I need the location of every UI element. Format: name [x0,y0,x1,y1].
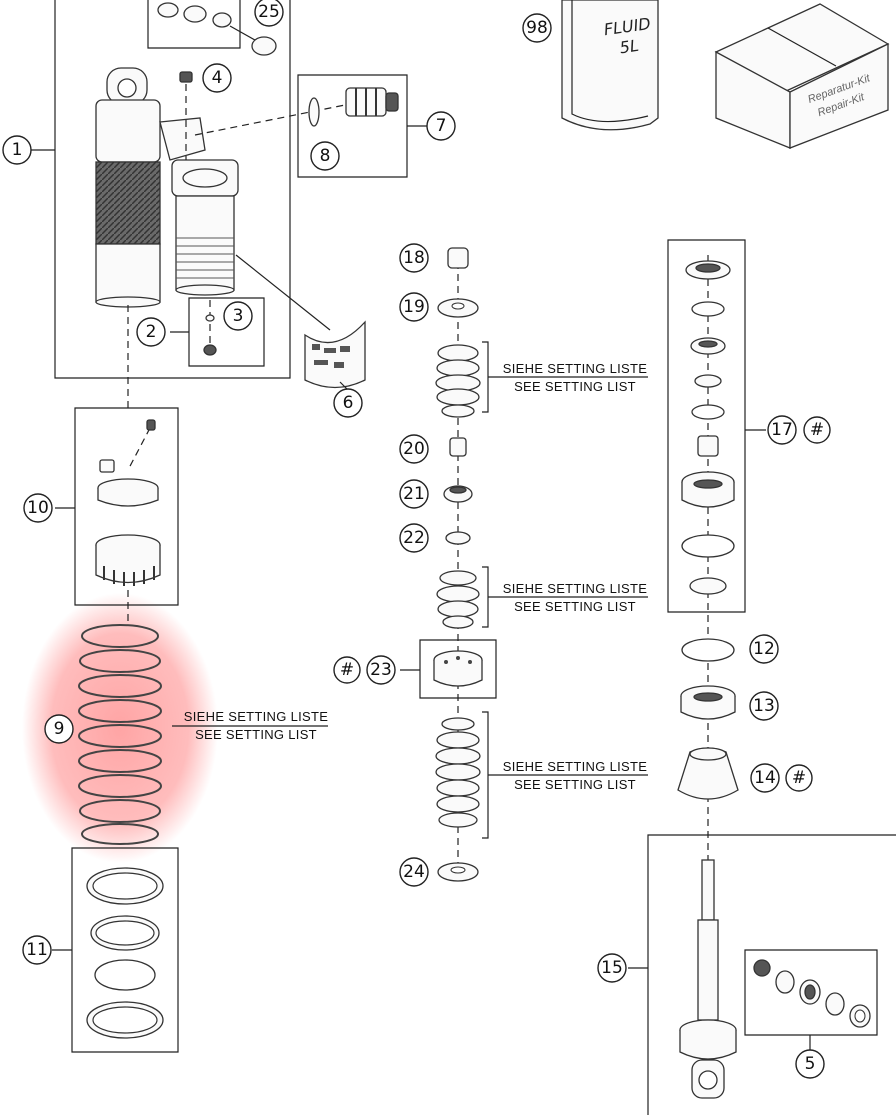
group-box-25 [147,0,277,56]
svg-text:8: 8 [320,146,331,166]
group-box-7 [194,74,427,178]
callout-1[interactable]: 1 [2,135,32,165]
group-box-17 [667,239,766,900]
group-box-1 [30,0,291,379]
callout-25[interactable]: 25 [254,0,284,27]
svg-text:13: 13 [753,696,775,716]
group-box-11 [52,847,179,1053]
svg-text:#: # [792,768,806,788]
callout-24[interactable]: 24 [399,857,429,887]
note-de: SIEHE SETTING LISTE [503,581,647,596]
svg-text:23: 23 [370,660,392,680]
callout-9[interactable]: 9 [44,714,74,744]
callout-2[interactable]: 2 [136,317,166,347]
note-spring-setting: SIEHE SETTING LISTE SEE SETTING LIST [184,709,328,742]
callout-5[interactable]: 5 [795,1049,825,1079]
svg-text:18: 18 [403,248,425,268]
callout-6[interactable]: 6 [333,388,363,418]
svg-text:5: 5 [805,1054,816,1074]
callout-18[interactable]: 18 [399,243,429,273]
callout-19[interactable]: 19 [399,292,429,322]
svg-text:98: 98 [526,18,548,38]
callout-12[interactable]: 12 [749,634,779,664]
part-6-sticker [235,254,366,391]
svg-text:10: 10 [27,498,49,518]
callout-4[interactable]: 4 [202,63,232,93]
callout-21[interactable]: 21 [399,479,429,509]
note-stack-2-setting: SIEHE SETTING LISTE SEE SETTING LIST [503,581,647,614]
callout-14-hash[interactable]: # [785,764,813,792]
callout-14[interactable]: 14 [750,763,780,793]
center-valve-stack [400,247,648,882]
callout-3[interactable]: 3 [223,301,253,331]
note-stack-3-setting: SIEHE SETTING LISTE SEE SETTING LIST [503,759,647,792]
callout-15[interactable]: 15 [597,953,627,983]
callout-8[interactable]: 8 [310,141,340,171]
callout-11[interactable]: 11 [22,935,52,965]
note-en: SEE SETTING LIST [514,777,636,792]
svg-text:24: 24 [403,862,425,882]
svg-text:25: 25 [258,2,280,22]
callout-22[interactable]: 22 [399,523,429,553]
callout-17[interactable]: 17 [767,415,797,445]
svg-text:4: 4 [212,68,223,88]
callout-20[interactable]: 20 [399,434,429,464]
svg-text:9: 9 [54,719,65,739]
svg-text:20: 20 [403,439,425,459]
svg-text:2: 2 [146,322,157,342]
part-4-screw [179,71,193,160]
callout-13[interactable]: 13 [749,691,779,721]
note-de: SIEHE SETTING LISTE [503,759,647,774]
svg-text:6: 6 [343,393,354,413]
callout-10[interactable]: 10 [23,493,53,523]
callout-17-hash[interactable]: # [803,416,831,444]
shock-absorber-body [95,67,239,308]
part-13-seal [680,685,736,720]
svg-text:15: 15 [601,958,623,978]
callout-23[interactable]: 23 [366,655,396,685]
svg-text:3: 3 [233,306,244,326]
group-box-3 [170,297,265,367]
group-box-15 [628,834,896,1115]
svg-text:#: # [810,420,824,440]
svg-text:21: 21 [403,484,425,504]
note-stack-1-setting: SIEHE SETTING LISTE SEE SETTING LIST [503,361,647,394]
svg-text:14: 14 [754,768,776,788]
svg-text:1: 1 [12,140,23,160]
repair-kit-box: Reparatur-Kit Repair-Kit [714,3,890,149]
part-98-fluid-can: FLUID 5L [561,0,659,131]
highlight-part-9 [22,593,218,863]
note-de: SIEHE SETTING LISTE [184,709,328,724]
svg-text:22: 22 [403,528,425,548]
note-en: SEE SETTING LIST [514,599,636,614]
svg-text:11: 11 [26,940,48,960]
svg-text:17: 17 [771,420,793,440]
svg-text:#: # [340,660,354,680]
part-14-bump-stop [677,747,739,800]
part-12-oring [681,638,735,662]
svg-text:12: 12 [753,639,775,659]
part-9-spring [78,624,328,845]
fluid-can-label-2: 5L [618,36,640,57]
group-box-10 [55,407,179,625]
callout-23-hash[interactable]: # [333,656,361,684]
svg-text:7: 7 [436,116,447,136]
callout-7[interactable]: 7 [426,111,456,141]
svg-text:19: 19 [403,297,425,317]
note-en: SEE SETTING LIST [514,379,636,394]
note-de: SIEHE SETTING LISTE [503,361,647,376]
note-en: SEE SETTING LIST [195,727,317,742]
callout-98[interactable]: 98 [522,13,552,43]
